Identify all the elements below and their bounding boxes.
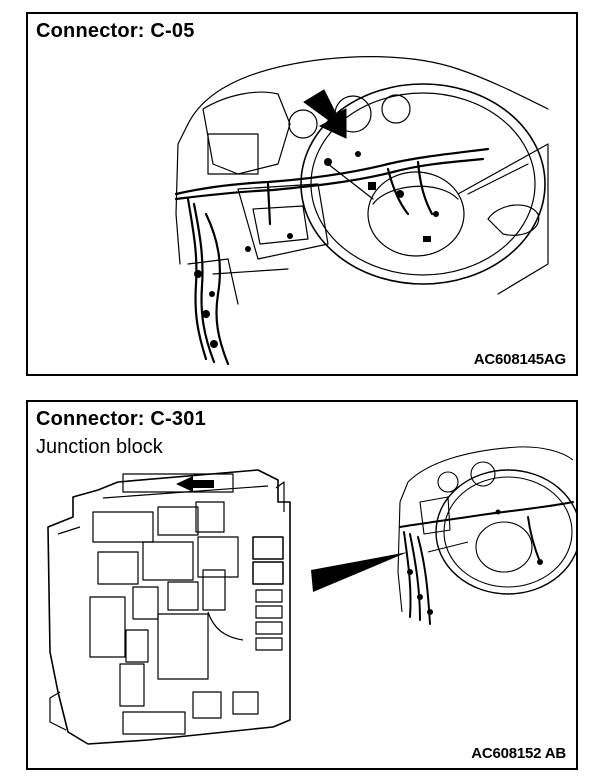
figure-code: AC608152 AB (471, 745, 566, 762)
dashboard-harness-drawing (174, 56, 549, 366)
panel-subtitle: Junction block (36, 436, 163, 458)
leader-wedge (311, 552, 408, 592)
pointer-arrow-icon (176, 476, 214, 492)
connector-c301-panel: Connector: C-301 Junction block (26, 400, 578, 770)
figure-code: AC608145AG (473, 351, 566, 368)
panel-title: Connector: C-05 (36, 20, 195, 42)
junction-block-drawing (47, 446, 576, 745)
panel-title: Connector: C-301 (36, 408, 206, 430)
connector-c05-panel: Connector: C-05 (26, 12, 578, 376)
pointer-arrow-icon (303, 89, 347, 139)
